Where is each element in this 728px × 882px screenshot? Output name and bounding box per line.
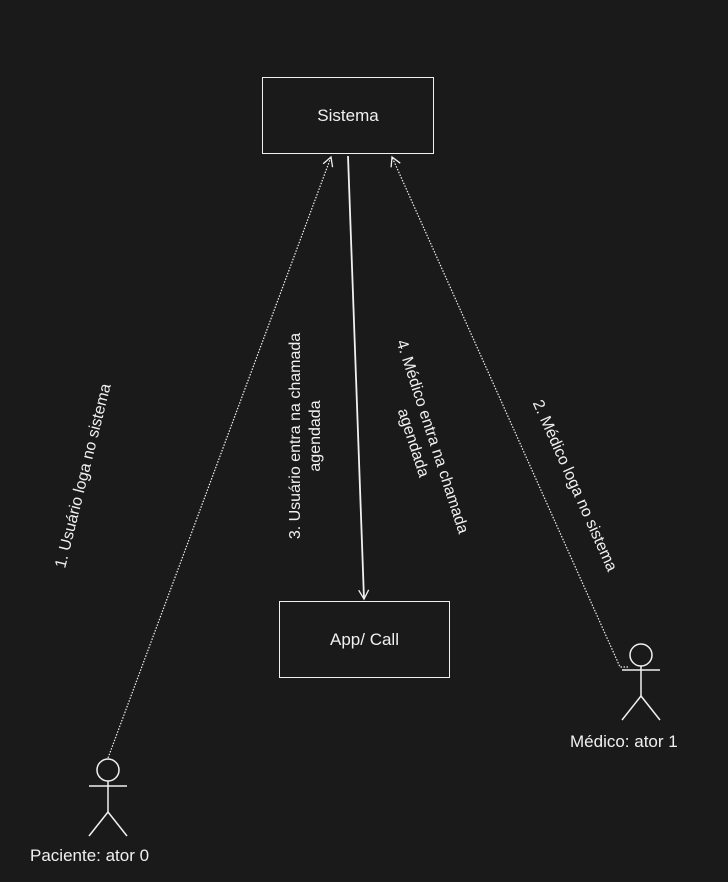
node-app-call[interactable]: App/ Call — [279, 601, 450, 678]
actor-medico-figure[interactable] — [621, 643, 661, 721]
actor-paciente-label: Paciente: ator 0 — [30, 846, 150, 865]
node-sistema-label: Sistema — [317, 105, 379, 125]
edge-sistema-to-app — [347, 155, 370, 601]
actor-paciente-figure[interactable] — [88, 758, 128, 837]
edge-label-3: 3. Usuário entra na chamada agendada — [286, 296, 326, 576]
node-sistema[interactable]: Sistema — [262, 77, 434, 154]
edge-label-3-line-2: agendada — [307, 400, 324, 472]
actor-medico-label: Médico: ator 1 — [570, 732, 678, 751]
node-app-call-label: App/ Call — [330, 629, 399, 649]
edge-label-3-line-1: 3. Usuário entra na chamada — [287, 332, 304, 540]
edge-paciente-to-sistema — [107, 155, 334, 759]
